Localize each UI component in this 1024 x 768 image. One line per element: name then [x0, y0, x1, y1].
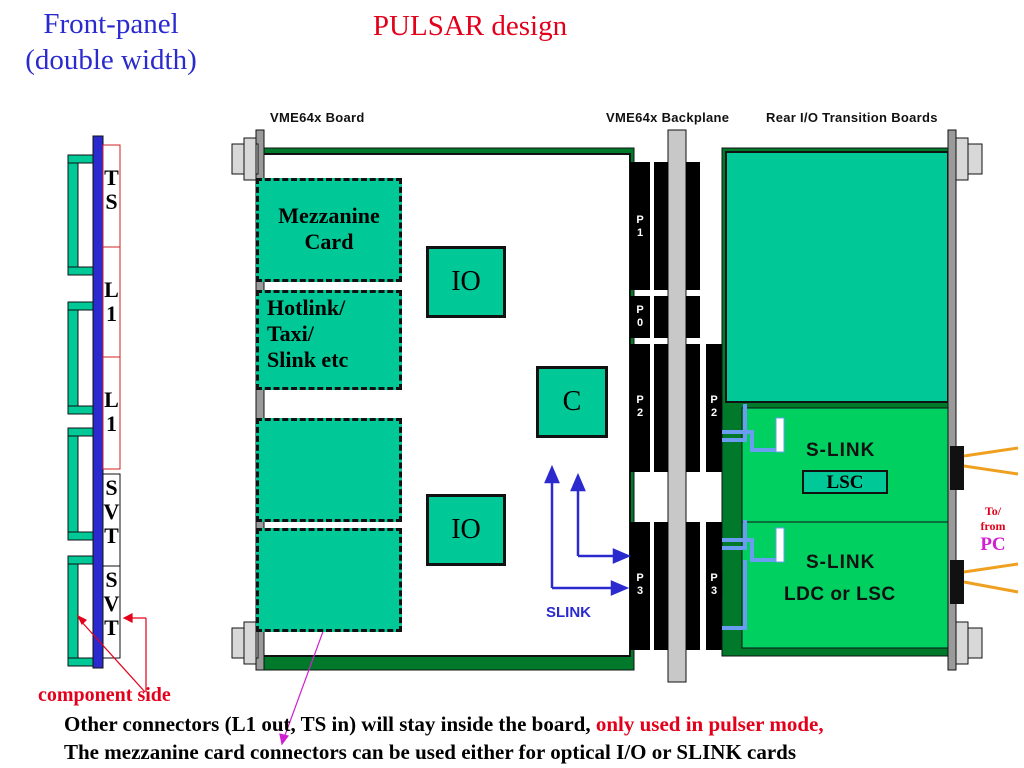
- connector-char: P: [636, 394, 644, 406]
- vme-board-label: VME64x Board: [270, 110, 365, 125]
- fp-letter: T: [104, 615, 119, 640]
- slink-top-title: S-LINK: [806, 440, 876, 461]
- slink-bottom-sub: LDC or LSC: [784, 584, 896, 605]
- backplane-label: VME64x Backplane: [606, 110, 730, 125]
- fp-letter: T: [104, 165, 119, 190]
- chip-io-top: IO: [426, 246, 506, 318]
- fp-slot-l1-a: L 1: [103, 278, 120, 326]
- fp-slot-svt-b: S V T: [103, 568, 120, 640]
- fp-slot-svt-a: S V T: [103, 476, 120, 548]
- front-panel-bar: [92, 135, 104, 669]
- fp-letter: L: [104, 387, 119, 412]
- connector-char: P: [636, 304, 644, 316]
- component-side-arrows: [76, 613, 147, 693]
- ejector-handles-right: [955, 137, 983, 665]
- connector-p3: P 3: [632, 572, 648, 598]
- connector-rear-p3: P 3: [706, 572, 722, 598]
- connector-char: P: [710, 394, 718, 406]
- to-from-line1: To/: [984, 504, 1002, 518]
- mezzanine-card-4: [256, 528, 402, 632]
- rear-io-label: Rear I/O Transition Boards: [766, 110, 938, 125]
- connector-char: 3: [636, 585, 644, 597]
- mezzanine-1-line2: Card: [304, 229, 354, 254]
- to-from-line2: from: [980, 519, 1006, 533]
- fp-letter: T: [104, 523, 119, 548]
- connector-p1: P 1: [632, 214, 648, 240]
- fp-letter: S: [105, 475, 118, 500]
- caption: Other connectors (L1 out, TS in) will st…: [64, 710, 824, 766]
- connector-char: P: [710, 572, 718, 584]
- fp-letter: S: [105, 567, 118, 592]
- slink-top-sub: LSC: [802, 470, 888, 494]
- rear-board-slink-top: [741, 407, 951, 523]
- caption-line1-black: Other connectors (L1 out, TS in) will st…: [64, 712, 596, 736]
- fp-letter: S: [105, 189, 118, 214]
- front-panel-title: Front-panel (double width): [0, 6, 222, 78]
- slink-bottom-title: S-LINK: [806, 552, 876, 573]
- connector-char: 1: [636, 227, 644, 239]
- mezzanine-card-1: Mezzanine Card: [256, 178, 402, 282]
- connector-rear-p2: P 2: [706, 394, 722, 420]
- mezzanine-1-line1: Mezzanine: [278, 203, 380, 228]
- backplane-bar: [667, 129, 687, 683]
- caption-line2: The mezzanine card connectors can be use…: [64, 740, 797, 764]
- connector-char: 2: [710, 407, 718, 419]
- fp-slot-ts: T S: [103, 166, 120, 214]
- slink-label: SLINK: [546, 604, 591, 621]
- front-panel-title-line1: Front-panel: [43, 8, 179, 40]
- slink-traces: [722, 404, 778, 630]
- rear-board-top: [725, 151, 949, 403]
- fp-letter: V: [103, 591, 120, 616]
- mezzanine-2-line2: Taxi/: [267, 321, 314, 346]
- fp-letter: L: [104, 277, 119, 302]
- to-from-pc: PC: [980, 534, 1006, 555]
- front-panel-title-line2: (double width): [25, 44, 197, 76]
- fp-letter: V: [103, 499, 120, 524]
- mezzanine-2-line3: Slink etc: [267, 347, 349, 372]
- fp-slot-l1-b: L 1: [103, 388, 120, 436]
- slink-arrows: [544, 464, 632, 596]
- fp-letter: 1: [106, 411, 117, 436]
- fp-letter: 1: [106, 301, 117, 326]
- connector-char: 3: [710, 585, 718, 597]
- connector-char: P: [636, 214, 644, 226]
- chip-c: C: [536, 366, 608, 438]
- mezzanine-2-line1: Hotlink/: [267, 295, 346, 320]
- connector-char: 0: [636, 317, 644, 329]
- mezzanine-card-3: [256, 418, 402, 522]
- ejector-handles-left: [231, 137, 259, 665]
- component-side-label: component side: [38, 684, 171, 706]
- connector-char: 2: [636, 407, 644, 419]
- caption-line1-red: only used in pulser mode,: [595, 712, 824, 736]
- connector-p2: P 2: [632, 394, 648, 420]
- front-panel-brackets: [67, 154, 95, 667]
- connector-char: P: [636, 572, 644, 584]
- page-title: PULSAR design: [372, 10, 568, 42]
- fiber-cables: [963, 446, 1019, 594]
- to-from-pc-label: To/ from PC: [970, 504, 1016, 556]
- mezzanine-card-2: Hotlink/ Taxi/ Slink etc: [256, 290, 402, 390]
- caption-line1: Other connectors (L1 out, TS in) will st…: [64, 710, 824, 738]
- connector-p0: P 0: [632, 304, 648, 330]
- chip-io-bottom: IO: [426, 494, 506, 566]
